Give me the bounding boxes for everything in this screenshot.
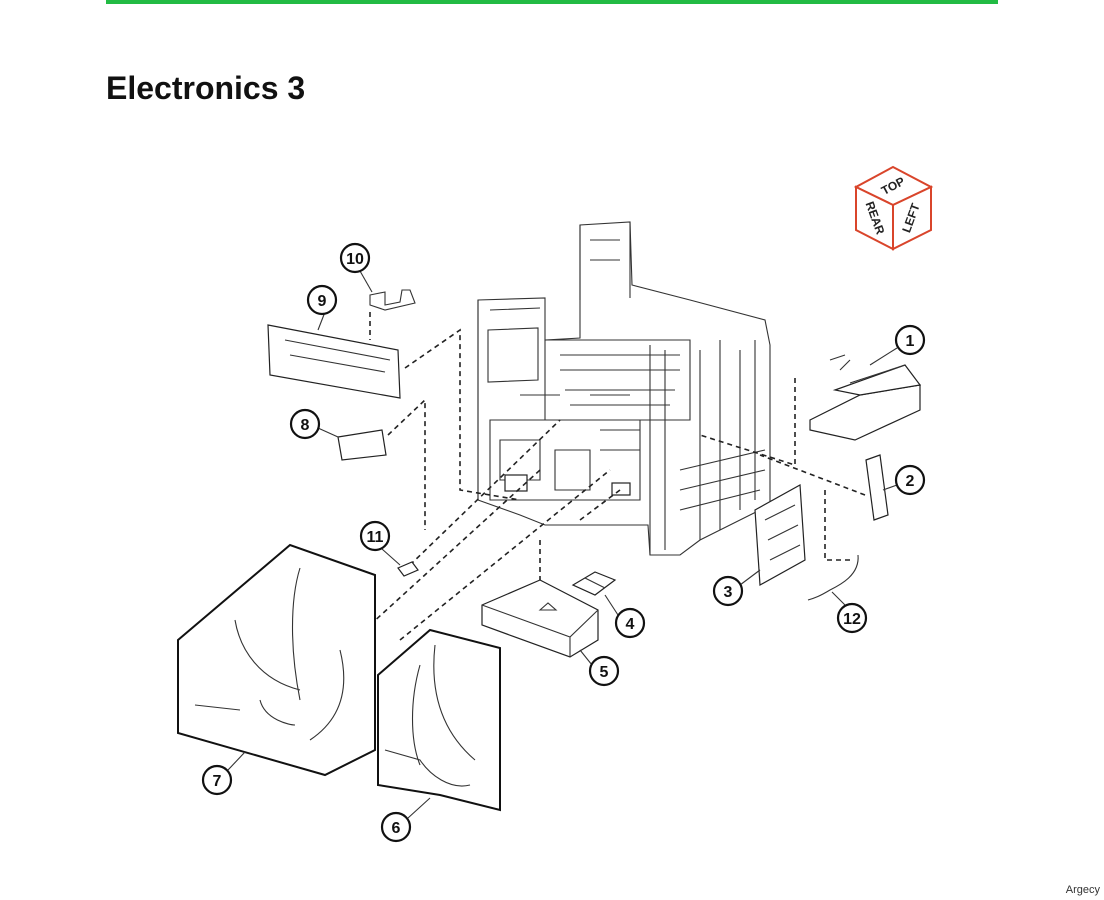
svg-text:9: 9: [318, 293, 327, 310]
watermark-text: Argecy: [1065, 884, 1100, 896]
svg-text:11: 11: [367, 529, 384, 546]
printer-frame: [477, 221, 771, 556]
callout-11: 11: [359, 520, 401, 566]
callout-9: 9: [306, 284, 338, 331]
callout-2: 2: [882, 464, 926, 496]
svg-text:4: 4: [626, 616, 635, 633]
callout-5: 5: [579, 649, 620, 687]
svg-text:10: 10: [346, 251, 364, 268]
callout-3: 3: [712, 569, 761, 607]
part-4-module: [571, 571, 617, 596]
part-1-assembly: [809, 354, 922, 441]
part-5-power-supply: [481, 579, 599, 658]
part-8-board: [337, 429, 387, 461]
callout-10: 10: [339, 242, 373, 293]
callout-8: 8: [289, 408, 339, 440]
part-10-cable: [369, 289, 416, 311]
svg-text:12: 12: [843, 611, 861, 628]
part-12-cable: [807, 554, 859, 601]
svg-text:2: 2: [906, 473, 915, 490]
svg-text:6: 6: [392, 820, 401, 837]
part-2-bracket: [865, 454, 889, 521]
part-6-harness-frame: [377, 628, 501, 812]
svg-text:3: 3: [724, 584, 733, 601]
callout-6: 6: [380, 797, 431, 843]
svg-text:1: 1: [906, 333, 915, 350]
svg-text:8: 8: [301, 417, 310, 434]
page-title: Electronics 3: [106, 70, 306, 106]
top-accent-bar: [106, 0, 998, 4]
part-9-board: [267, 324, 401, 399]
callout-1: 1: [869, 324, 926, 366]
part-11-sensor: [397, 561, 419, 577]
part-3-board: [754, 484, 806, 586]
leader-lines: [369, 312, 866, 641]
callout-7: 7: [201, 751, 246, 796]
orientation-cube: TOP REAR LEFT: [853, 165, 934, 251]
svg-text:5: 5: [600, 664, 609, 681]
svg-text:7: 7: [213, 773, 222, 790]
part-7-harness-frame: [177, 543, 376, 777]
callout-4: 4: [604, 594, 646, 639]
callout-12: 12: [831, 591, 868, 634]
